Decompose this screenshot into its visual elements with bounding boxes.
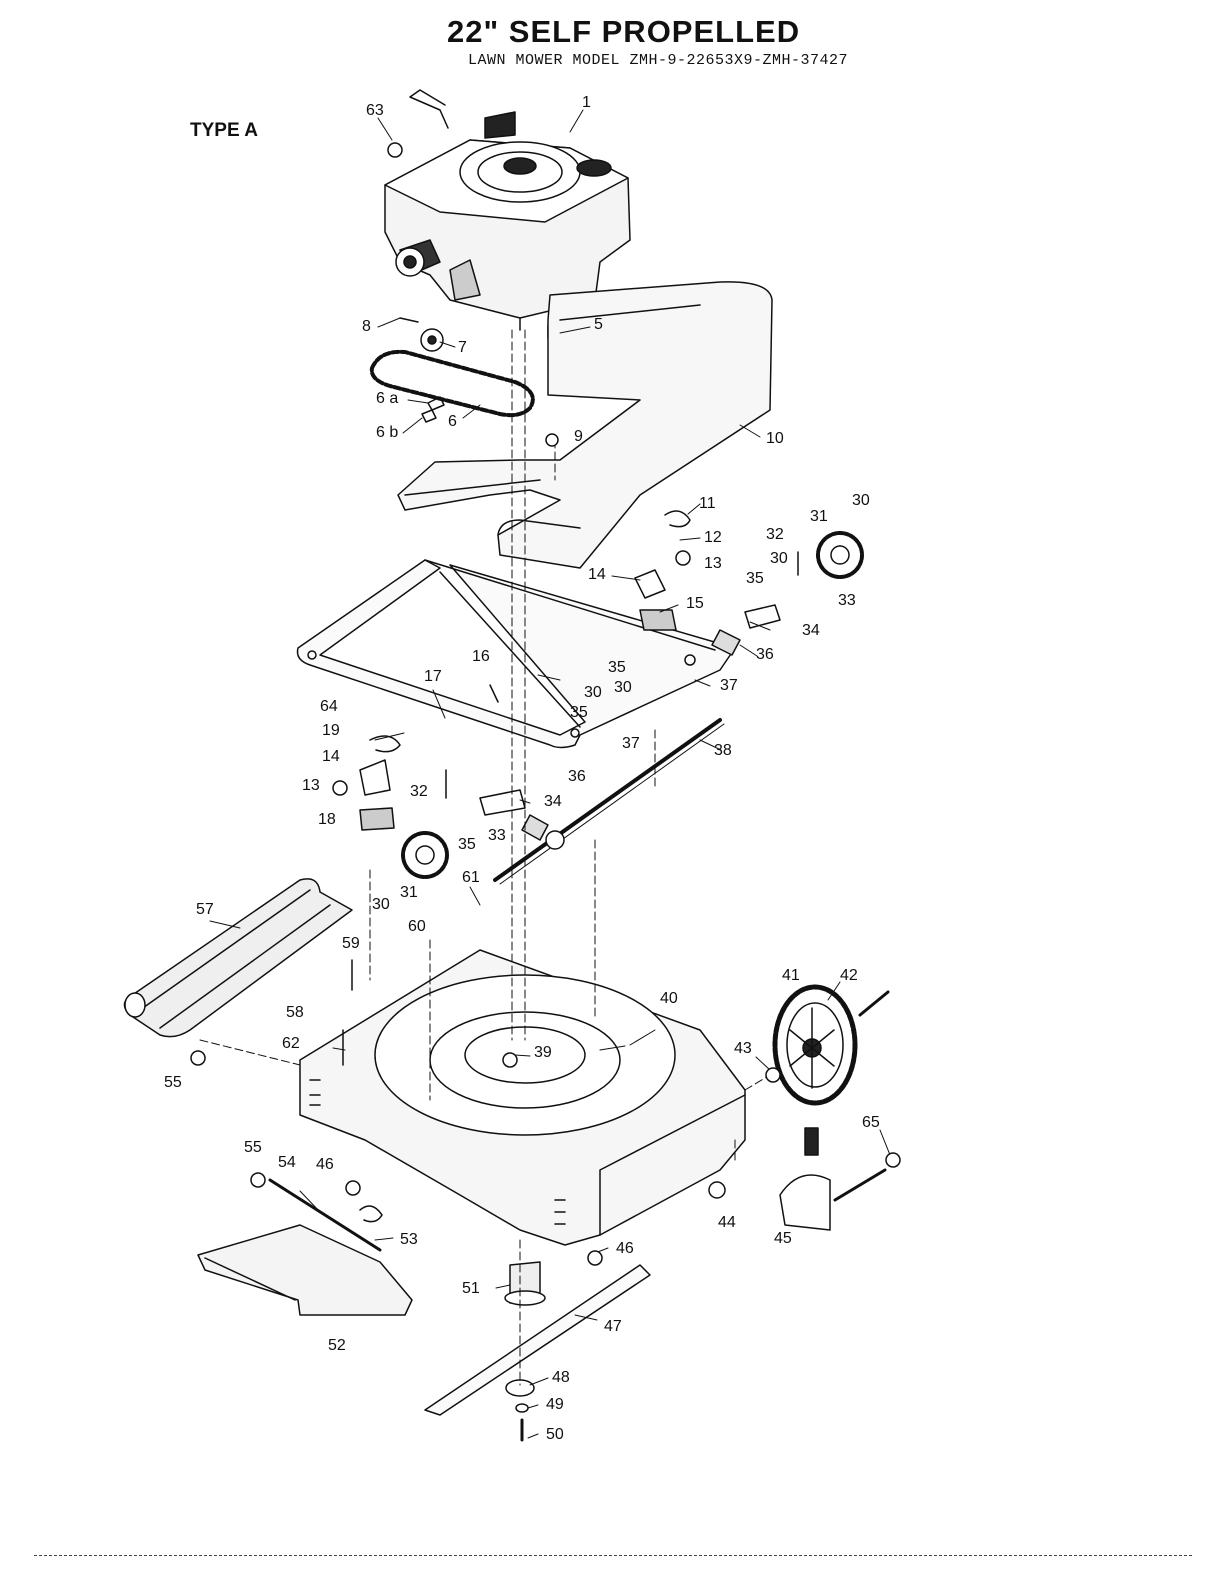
part-callout-47: 47 (604, 1318, 622, 1335)
fasteners-drawing (190, 142, 901, 1266)
part-callout-65: 65 (862, 1114, 880, 1131)
part-callout-30-upper: 30 (770, 550, 788, 567)
part-callout-46-lower: 46 (616, 1240, 634, 1257)
engine-drawing (384, 89, 631, 331)
part-callout-14-upper: 14 (588, 566, 606, 583)
handle-frame-drawing (296, 559, 736, 749)
part-callout-15: 15 (686, 595, 704, 612)
part-callout-42: 42 (840, 967, 858, 984)
part-callout-31-upper: 31 (810, 508, 828, 525)
part-callout-57: 57 (196, 901, 214, 918)
part-callout-37-lower: 37 (622, 735, 640, 752)
blade-drawing (424, 1261, 651, 1442)
part-callout-48: 48 (552, 1369, 570, 1386)
drive-chain-drawing (369, 317, 561, 423)
part-callout-41: 41 (782, 967, 800, 984)
part-callout-43: 43 (734, 1040, 752, 1057)
part-callout-30-mid: 30 (614, 679, 632, 696)
part-callout-51: 51 (462, 1280, 480, 1297)
part-callout-36-lower: 36 (568, 768, 586, 785)
part-callout-13-upper: 13 (704, 555, 722, 572)
part-callout-6b: 6 b (376, 424, 399, 441)
part-callout-32-upper: 32 (766, 526, 784, 543)
part-callout-50: 50 (546, 1426, 564, 1443)
diagram-title: 22" SELF PROPELLED (447, 14, 801, 49)
part-callout-12: 12 (704, 529, 722, 546)
part-callout-36-upper: 36 (756, 646, 774, 663)
part-callout-60: 60 (408, 918, 426, 935)
part-callout-35-mid-left: 35 (570, 704, 588, 721)
part-callout-18: 18 (318, 811, 336, 828)
part-callout-16: 16 (472, 648, 490, 665)
part-callout-34-upper: 34 (802, 622, 820, 639)
part-callout-35-upper: 35 (746, 570, 764, 587)
part-callout-9: 9 (574, 428, 583, 445)
type-label: TYPE A (190, 120, 258, 141)
part-callout-55-left: 55 (164, 1074, 182, 1091)
part-callout-30-mid-left: 30 (584, 684, 602, 701)
part-callout-34-lower: 34 (544, 793, 562, 810)
part-callout-55-lower: 55 (244, 1139, 262, 1156)
rear-flap-drawing (197, 1178, 413, 1316)
part-callout-6: 6 (448, 413, 457, 430)
part-callout-33-lower: 33 (488, 827, 506, 844)
part-callout-61: 61 (462, 869, 480, 886)
part-callout-30-top: 30 (852, 492, 870, 509)
part-callout-62: 62 (282, 1035, 300, 1052)
part-callout-40: 40 (660, 990, 678, 1007)
part-callout-13-lower: 13 (302, 777, 320, 794)
part-callout-63: 63 (366, 102, 384, 119)
part-callout-7: 7 (458, 339, 467, 356)
part-callout-37-upper: 37 (720, 677, 738, 694)
part-callout-49: 49 (546, 1396, 564, 1413)
part-callout-45: 45 (774, 1230, 792, 1247)
part-callout-33-upper: 33 (838, 592, 856, 609)
assembly-lines (199, 329, 771, 1386)
part-callout-5: 5 (594, 316, 603, 333)
top-shroud-drawing (397, 281, 773, 569)
height-adjuster-drawing (779, 1127, 887, 1231)
part-callout-10: 10 (766, 430, 784, 447)
part-callout-32-lower: 32 (410, 783, 428, 800)
part-callout-11: 11 (699, 495, 716, 512)
part-callout-39: 39 (534, 1044, 552, 1061)
model-subtitle: LAWN MOWER MODEL ZMH-9-22653X9-ZMH-37427 (468, 52, 849, 69)
part-callout-46-upper: 46 (316, 1156, 334, 1173)
part-callout-1: 1 (582, 94, 591, 111)
part-callout-58: 58 (286, 1004, 304, 1021)
part-callout-35-mid: 35 (608, 659, 626, 676)
part-callout-17: 17 (424, 668, 442, 685)
part-callout-38: 38 (714, 742, 732, 759)
grass-chute-drawing (123, 878, 353, 1038)
part-callout-44: 44 (718, 1214, 736, 1231)
part-callout-52: 52 (328, 1337, 346, 1354)
part-callout-30-lower: 30 (372, 896, 390, 913)
part-callout-14-lower: 14 (322, 748, 340, 765)
rear-axle-drawing (493, 718, 725, 885)
part-callout-35-lower: 35 (458, 836, 476, 853)
mower-deck-drawing (299, 949, 746, 1246)
part-callout-59: 59 (342, 935, 360, 952)
footer-rule (34, 1555, 1192, 1556)
part-callout-53: 53 (400, 1231, 418, 1248)
part-callout-31-lower: 31 (400, 884, 418, 901)
part-callout-6a: 6 a (376, 390, 399, 407)
part-callout-19: 19 (322, 722, 340, 739)
part-callout-54: 54 (278, 1154, 296, 1171)
rear-wheel-drawing (772, 984, 890, 1106)
part-callout-8: 8 (362, 318, 371, 335)
gears-drawing (332, 510, 864, 879)
part-callout-64: 64 (320, 698, 338, 715)
